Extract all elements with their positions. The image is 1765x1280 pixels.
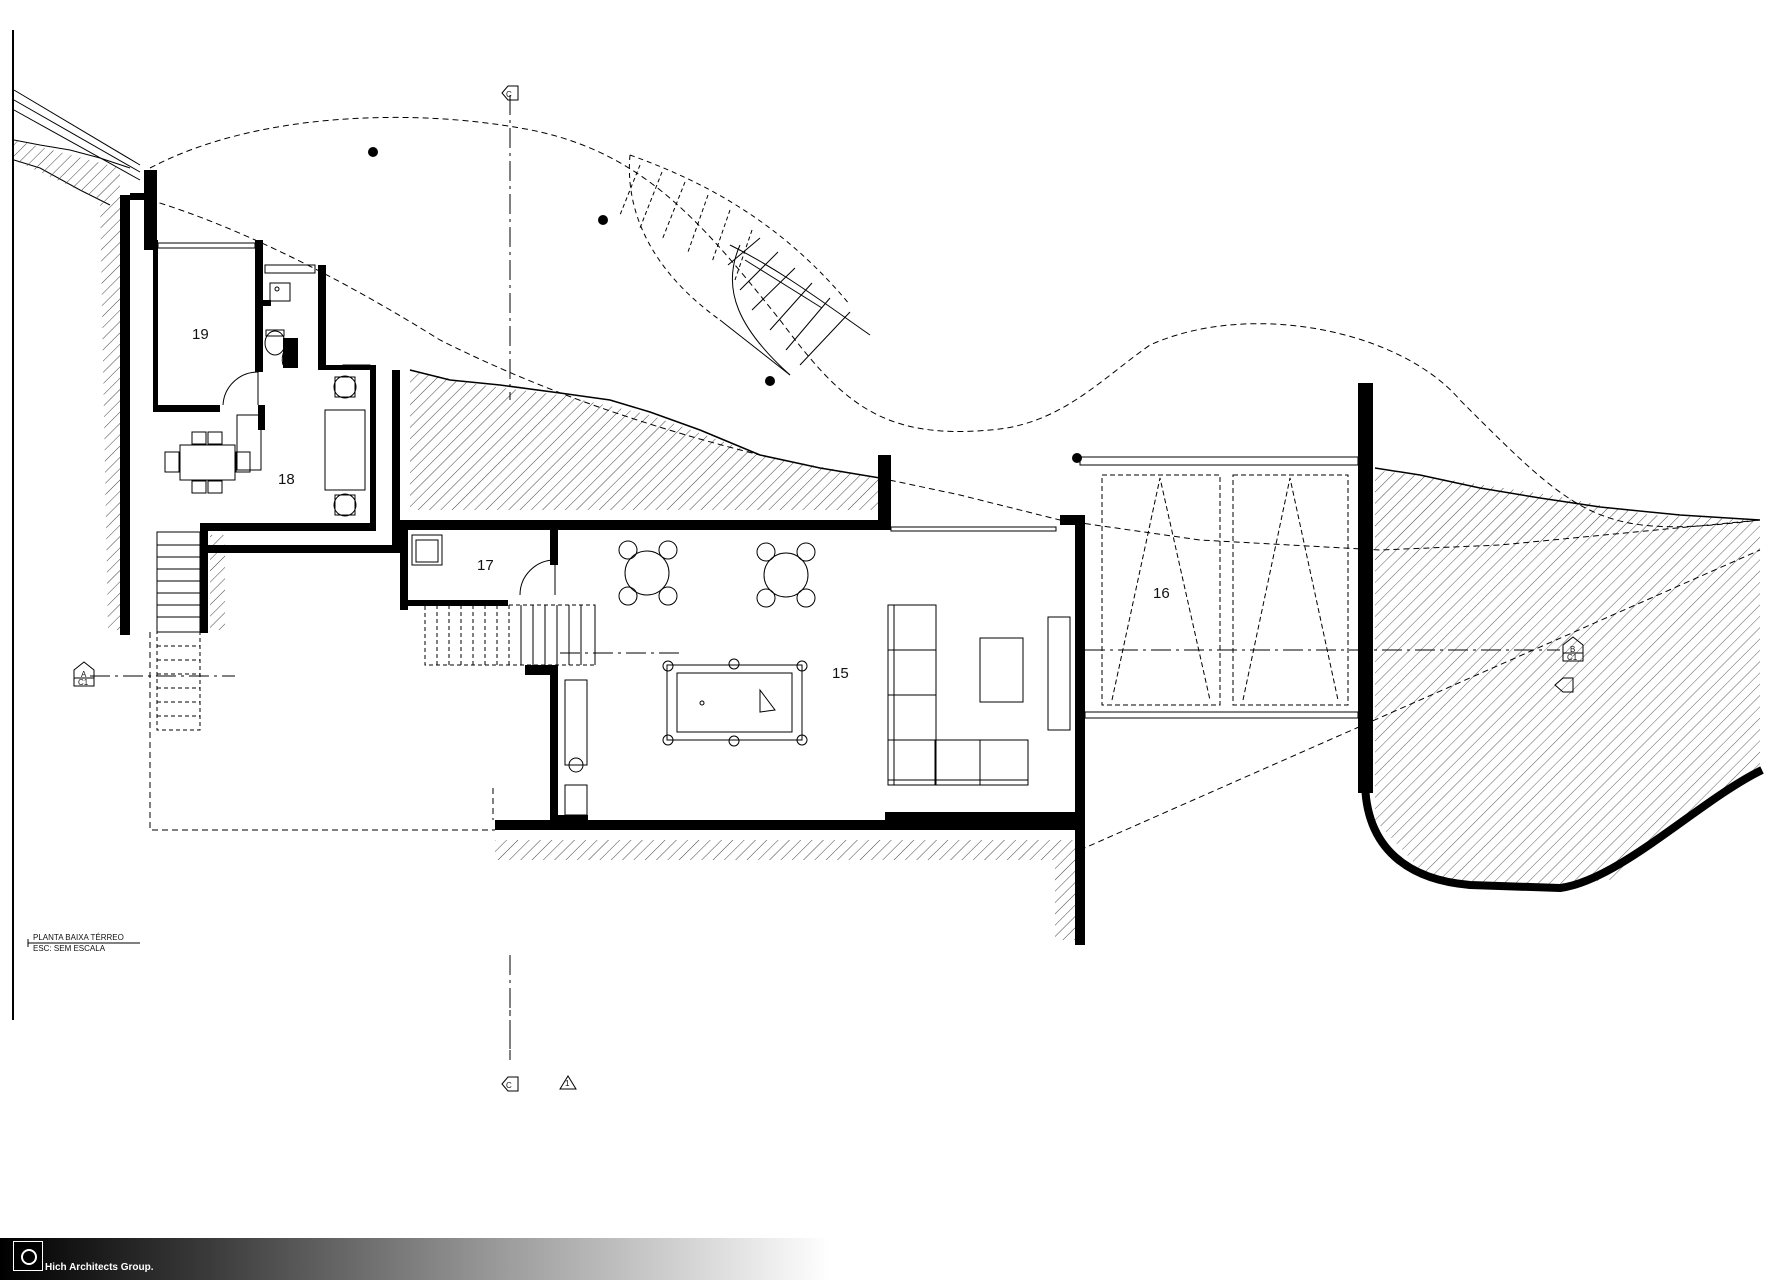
- section-marker-c-bottom: C: [501, 1076, 519, 1092]
- drawing-title: PLANTA BAIXA TÉRREO: [33, 933, 124, 942]
- interior-stairs: [156, 531, 596, 731]
- logo-ring-icon: [21, 1249, 37, 1265]
- section-marker-b-right: B C1: [1562, 636, 1584, 662]
- svg-text:C1: C1: [78, 678, 89, 687]
- room-label-18: 18: [278, 471, 295, 488]
- earth-hatch: [14, 140, 1760, 940]
- windows: [157, 242, 1359, 719]
- room17-furniture: [411, 534, 443, 566]
- elevation-marker-right: [1554, 677, 1574, 693]
- room15-furniture: [564, 540, 1071, 816]
- exterior-curved-stair: [619, 154, 871, 376]
- walls: [120, 170, 1373, 945]
- right-curved-wall: [1361, 766, 1764, 893]
- garage-parking-bays: [1101, 474, 1349, 706]
- section-marker-a-left: A C1: [73, 661, 95, 687]
- room18-furniture: [164, 375, 366, 517]
- column-dots: [368, 147, 1082, 463]
- room-label-17: 17: [477, 557, 494, 574]
- svg-text:C: C: [506, 90, 512, 99]
- axis-lines: [90, 95, 1560, 1060]
- svg-text:C1: C1: [1567, 653, 1578, 662]
- section-marker-c-top: C: [501, 85, 519, 101]
- door-swings: [222, 339, 556, 596]
- company-logo: [13, 1241, 43, 1271]
- drawing-scale: ESC: SEM ESCALA: [33, 944, 106, 953]
- room-label-15: 15: [832, 665, 849, 682]
- footer-gradient-bar: [0, 1238, 830, 1280]
- bathroom-fixtures: [264, 264, 316, 356]
- outdoor-outline: [149, 632, 495, 831]
- room-label-16: 16: [1153, 585, 1170, 602]
- room-label-19: 19: [192, 326, 209, 343]
- svg-text:C: C: [506, 1081, 512, 1090]
- drawing-title-block: PLANTA BAIXA TÉRREO ESC: SEM ESCALA: [27, 933, 140, 953]
- company-name: Hich Architects Group.: [45, 1262, 154, 1273]
- svg-text:1: 1: [565, 1079, 570, 1088]
- svg-text:B: B: [1570, 645, 1575, 654]
- ground-profile: [409, 369, 1761, 521]
- svg-text:A: A: [81, 670, 87, 679]
- level-marker-1: 1: [559, 1075, 577, 1090]
